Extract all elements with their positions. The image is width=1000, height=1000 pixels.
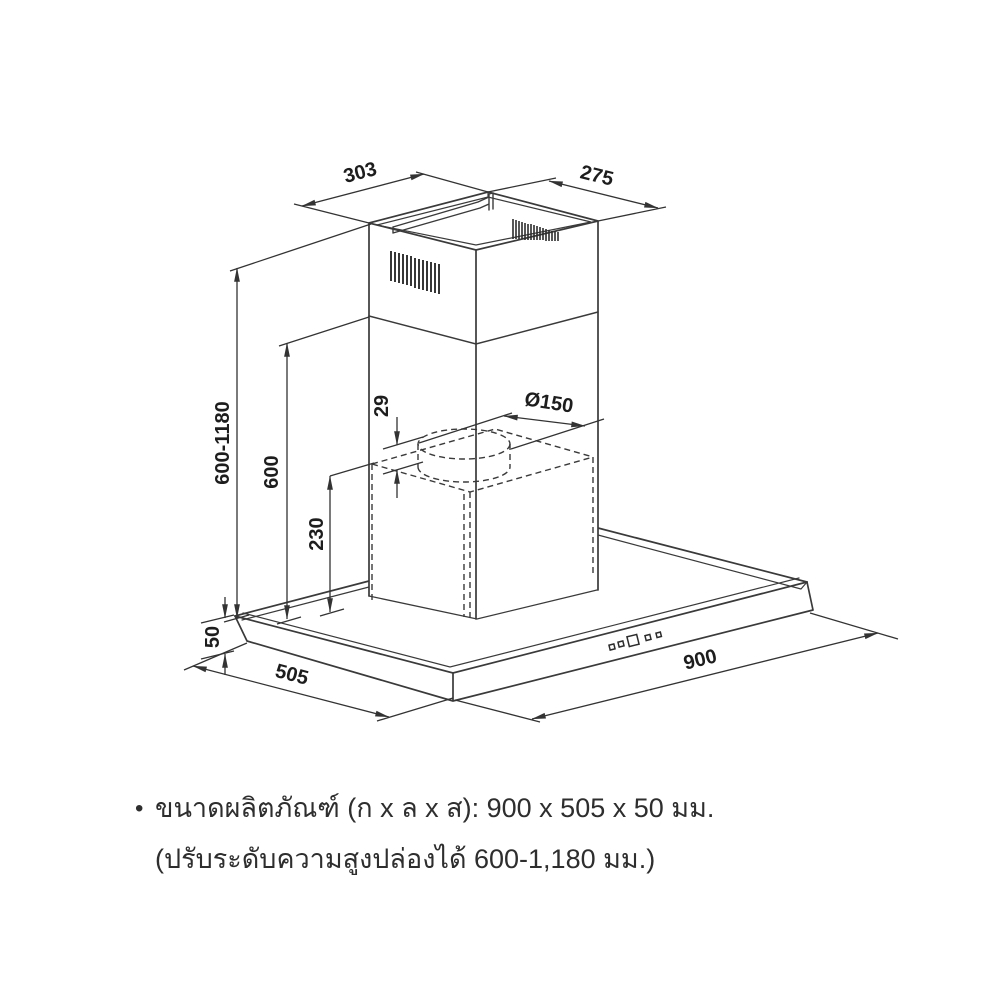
control-button (608, 643, 616, 651)
control-button (655, 631, 663, 639)
dimension-lines (183, 171, 899, 723)
control-button (617, 640, 625, 648)
duct-collar-side (417, 444, 511, 483)
chimney (368, 191, 599, 620)
spec-note-line1-text: ขนาดผลิตภัณฑ์ (ก x ล x ส): 900 x 505 x 5… (155, 793, 715, 823)
dim-label-height-range: 600-1180 (212, 401, 234, 484)
chimney-foot (368, 589, 598, 620)
spec-note-line2-text: (ปรับระดับความสูงปล่องได้ 600-1,180 มม.) (155, 844, 656, 874)
chimney-edges (368, 220, 599, 620)
chimney-seam (368, 311, 599, 345)
dim-label-section-height: 600 (261, 455, 283, 488)
spec-note-line1: • ขนาดผลิตภัณฑ์ (ก x ล x ส): 900 x 505 x … (135, 783, 855, 834)
base-top-back-edges (234, 527, 808, 617)
control-button (626, 633, 640, 648)
dim-label-body-height: 230 (306, 517, 328, 550)
spec-notes: • ขนาดผลิตภัณฑ์ (ก x ล x ส): 900 x 505 x … (135, 783, 855, 884)
dim-label-base-width: 900 (681, 645, 719, 674)
dim-label-top-depth: 275 (578, 161, 616, 190)
right-vent-grille (512, 219, 559, 241)
spec-note-line2: (ปรับระดับความสูงปล่องได้ 600-1,180 มม.) (135, 834, 855, 884)
dim-label-base-depth: 505 (273, 660, 311, 690)
dim-label-base-thickness: 50 (202, 626, 224, 648)
hood-dimension-diagram: 303 275 600-1180 600 230 29 Ø150 50 505 … (183, 158, 899, 723)
bullet-icon: • (135, 795, 144, 822)
control-button (644, 633, 652, 642)
chimney-top-rim-inner (376, 196, 592, 246)
left-vent-grille (390, 251, 440, 294)
dim-label-collar-height: 29 (371, 395, 393, 417)
base-top-bevel (241, 534, 808, 668)
motor-housing-edges (371, 457, 594, 618)
dim-label-top-width: 303 (341, 158, 379, 188)
mounting-bracket (392, 192, 494, 234)
